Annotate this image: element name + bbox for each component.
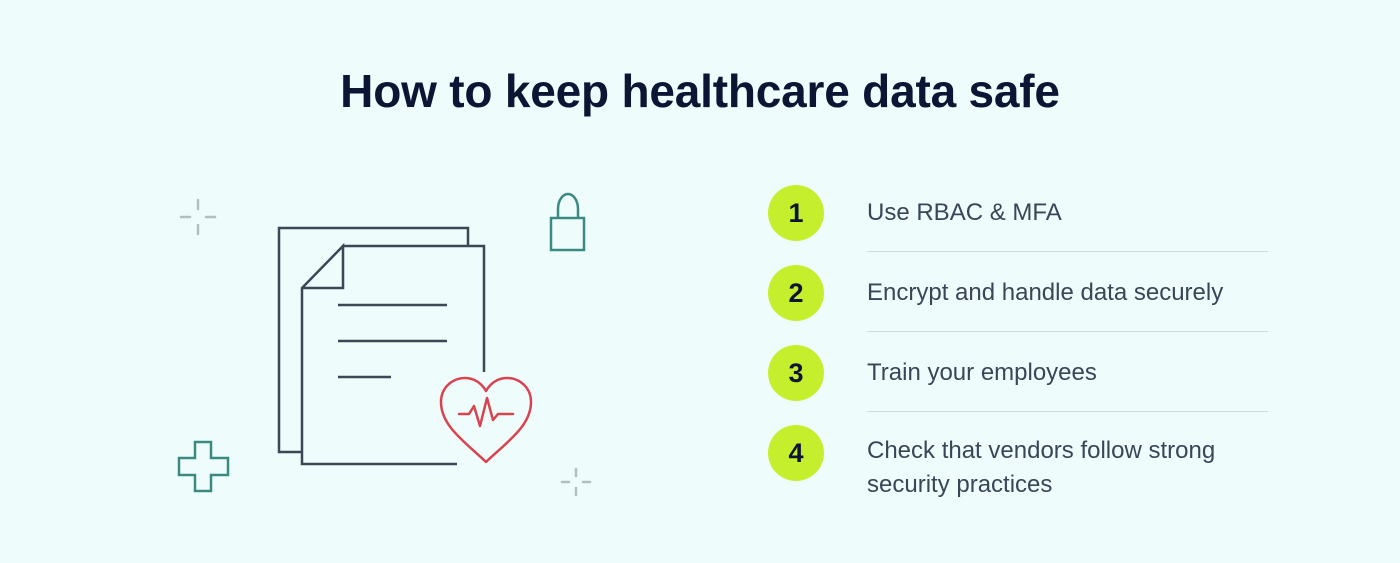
step-number-badge: 3 (768, 345, 824, 401)
step-text: Encrypt and handle data securely (867, 279, 1224, 306)
step-divider (867, 331, 1268, 332)
step-text: Check that vendors follow strong securit… (867, 437, 1216, 498)
heart-pulse-icon (439, 376, 533, 464)
step-number-badge: 4 (768, 425, 824, 481)
medical-cross-icon (177, 440, 230, 493)
step-number-badge: 1 (768, 185, 824, 241)
sparkle-icon (560, 467, 592, 497)
step-item: 2 Encrypt and handle data securely (768, 265, 1268, 321)
illustration (177, 192, 592, 497)
step-item: 4 Check that vendors follow strong secur… (768, 425, 1268, 505)
step-divider (867, 251, 1268, 252)
sparkle-icon (179, 198, 217, 236)
step-text: Train your employees (867, 359, 1097, 386)
step-item: 1 Use RBAC & MFA (768, 185, 1268, 241)
step-item: 3 Train your employees (768, 345, 1268, 401)
page-title: How to keep healthcare data safe (340, 65, 1060, 117)
step-divider (867, 411, 1268, 412)
step-number-badge: 2 (768, 265, 824, 321)
documents-icon (277, 226, 486, 466)
lock-icon (549, 192, 586, 252)
step-text: Use RBAC & MFA (867, 199, 1062, 226)
